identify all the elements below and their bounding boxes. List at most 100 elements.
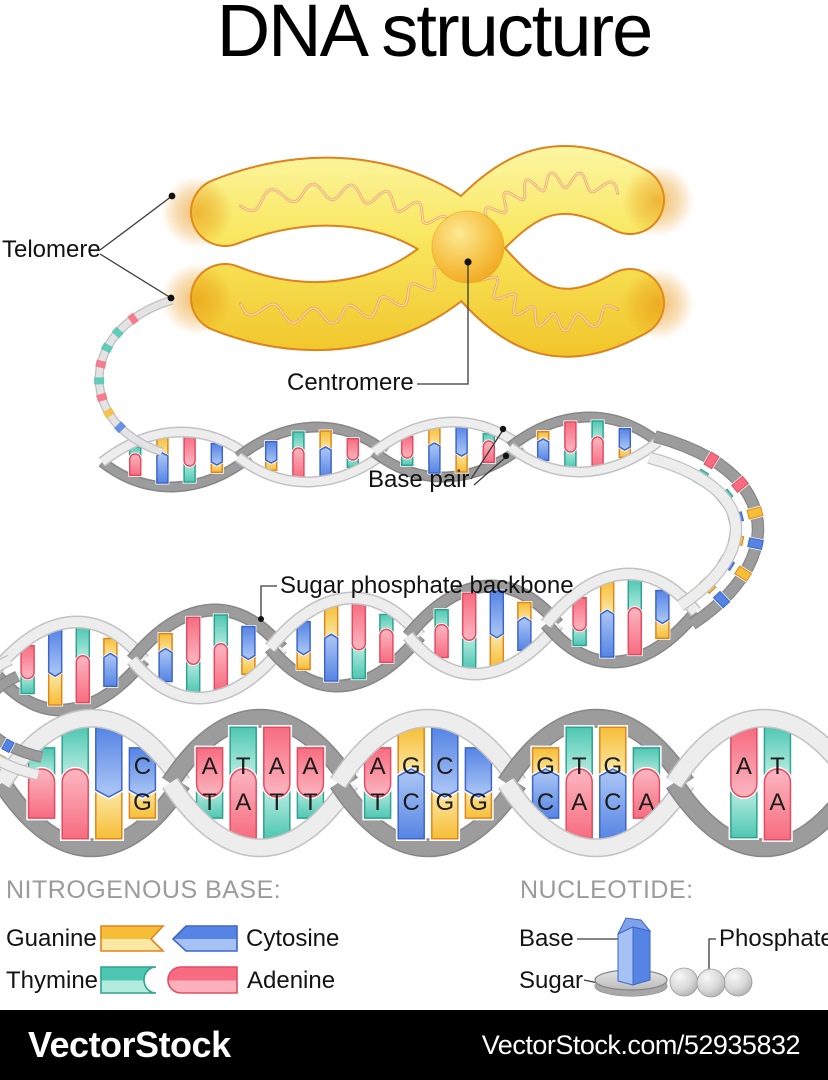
base-cytosine	[103, 652, 118, 688]
base-adenine	[565, 768, 593, 840]
base-adenine	[572, 596, 587, 632]
guanine-label: Guanine	[6, 925, 97, 952]
base-letter: A	[269, 753, 285, 780]
base-adenine	[379, 628, 394, 664]
base-adenine	[229, 768, 257, 840]
pointer-dot	[258, 616, 264, 622]
telomere-end-shading	[161, 176, 233, 248]
base-letter: A	[571, 789, 587, 816]
base-adenine	[346, 437, 360, 461]
legend-base-shapes	[100, 925, 238, 994]
base-adenine	[400, 435, 414, 459]
pointer-line	[470, 429, 504, 480]
chromatin-fiber	[94, 295, 174, 457]
pointer-line	[417, 265, 469, 385]
vectorstock-logo: VectorStock	[28, 1024, 231, 1065]
base-adenine	[185, 616, 201, 665]
base-letter: T	[572, 753, 587, 780]
phosphate-sphere	[696, 968, 726, 998]
helix-loop	[234, 421, 390, 488]
fiber-tick	[95, 359, 107, 369]
base-letter: T	[269, 789, 284, 816]
base-cytosine	[210, 442, 224, 466]
base-letter: T	[770, 753, 785, 780]
pointer-dot	[499, 425, 507, 433]
pointer-line	[99, 253, 172, 299]
base-adenine	[128, 453, 142, 477]
base-adenine	[20, 644, 35, 680]
helix-left-connector	[0, 654, 44, 781]
sugar-phosphate-backbone-label: Sugar phosphate backbone	[280, 572, 574, 599]
base-cytosine	[489, 590, 505, 639]
base-adenine	[75, 655, 91, 704]
nitrogenous-base-section-title: NITROGENOUS BASE:	[6, 876, 282, 904]
base-adenine	[263, 726, 291, 798]
pointer-line	[260, 585, 277, 617]
cytosine-label: Cytosine	[246, 925, 340, 952]
base-cytosine	[618, 427, 632, 451]
base-pair-label: Base pair	[368, 466, 470, 493]
base-letter: A	[235, 789, 251, 816]
base-letter: C	[436, 753, 453, 780]
base-adenine	[632, 768, 661, 819]
base-cytosine	[241, 625, 256, 661]
base-letter: T	[236, 753, 251, 780]
guanine-shape	[100, 925, 165, 952]
base-guanine	[746, 506, 764, 520]
cytosine-shape	[171, 925, 238, 952]
telomere-end-shading	[161, 263, 233, 335]
pointer-dot	[168, 192, 176, 200]
base-label: Base	[519, 925, 574, 952]
pointer-dot	[502, 452, 510, 460]
telomere-label: Telomere	[2, 236, 101, 263]
base-letter: A	[769, 789, 785, 816]
fiber-tick	[96, 392, 108, 403]
adenine-shape	[167, 966, 238, 994]
base-prism-left	[617, 926, 634, 986]
chromosome	[161, 145, 694, 358]
base-letter: T	[202, 789, 217, 816]
base-adenine	[363, 747, 392, 798]
helix-loop	[506, 411, 662, 478]
base-adenine	[591, 436, 604, 468]
base-cytosine	[536, 438, 550, 462]
base-letter: G	[603, 753, 622, 780]
base-letter: A	[302, 753, 318, 780]
base-cytosine	[158, 647, 173, 683]
thymine-label: Thymine	[6, 967, 99, 994]
base-cytosine	[428, 442, 441, 474]
base-adenine	[183, 435, 196, 467]
base-adenine	[627, 607, 643, 656]
thymine-shape	[100, 966, 157, 994]
helix-loop	[126, 603, 288, 705]
base-letter: G	[435, 789, 454, 816]
watermark-bar: VectorStock VectorStock.com/52935832	[0, 1010, 828, 1080]
chromosome-arm	[192, 221, 495, 350]
sugar-label: Sugar	[519, 967, 584, 994]
fiber-tick	[114, 421, 126, 434]
base-letter: C	[537, 789, 554, 816]
pointer-line	[99, 195, 173, 251]
base-letter: T	[303, 789, 318, 816]
base-adenine	[703, 451, 720, 470]
base-cytosine	[47, 628, 63, 678]
base-adenine	[461, 592, 477, 641]
base-prism-right	[632, 926, 651, 986]
centromere-label: Centromere	[287, 369, 414, 396]
base-cytosine	[1, 738, 15, 754]
base-adenine	[564, 421, 577, 453]
base-letter: T	[370, 789, 385, 816]
base-adenine	[27, 768, 56, 819]
base-cytosine	[319, 446, 332, 478]
adenine-label: Adenine	[247, 967, 336, 994]
base-cytosine	[655, 589, 670, 625]
phosphate-label: Phosphate	[719, 925, 828, 952]
base-adenine	[434, 623, 449, 659]
helix-loop	[540, 567, 702, 669]
